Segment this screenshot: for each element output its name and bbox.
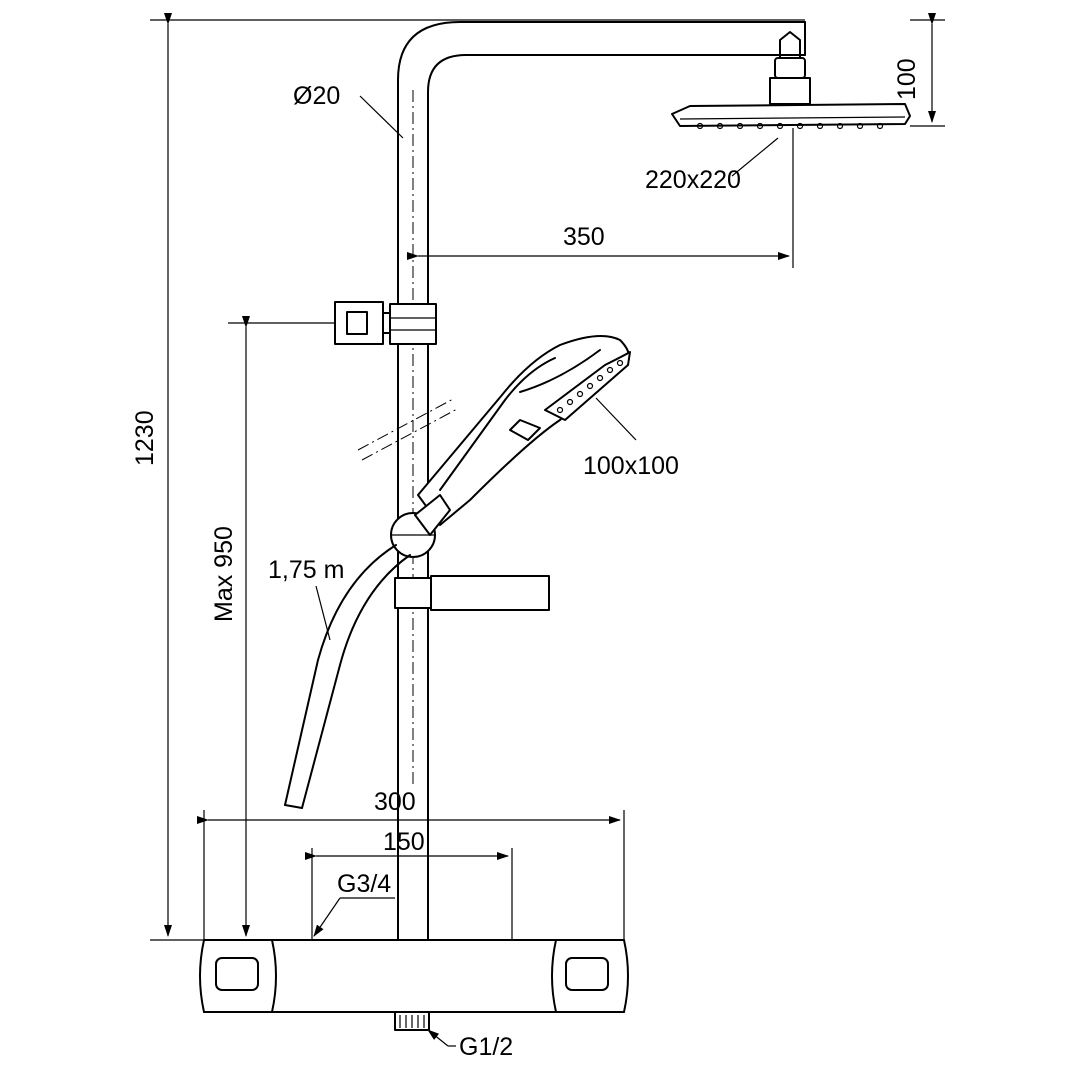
wall-bracket <box>334 301 437 345</box>
label-total-height: 1230 <box>131 410 159 466</box>
dimension-lines <box>150 13 945 1047</box>
label-mixer-width: 300 <box>374 788 416 816</box>
shelf <box>394 575 550 611</box>
label-hand-shower-size: 100x100 <box>583 452 679 480</box>
riser-pipe <box>397 21 806 786</box>
thermostatic-mixer <box>199 784 629 1031</box>
label-head-shower-height: 100 <box>893 58 921 100</box>
outlet-connector <box>394 1011 430 1031</box>
label-pipe-diameter: Ø20 <box>293 82 340 110</box>
label-inlet-thread: G3/4 <box>337 870 391 898</box>
label-inlet-spacing: 150 <box>383 828 425 856</box>
hand-shower <box>417 335 631 526</box>
label-hose-length: 1,75 m <box>268 556 344 584</box>
dimension-labels: Ø20 220x220 100 350 1230 100x100 Max 950… <box>131 58 921 1061</box>
label-arm-reach: 350 <box>563 223 605 251</box>
label-slide-range: Max 950 <box>210 526 238 622</box>
shower-hose <box>284 544 411 809</box>
break-marks <box>357 397 460 461</box>
label-head-shower-size: 220x220 <box>645 166 741 194</box>
hand-shower-holder <box>390 494 451 558</box>
hand-shower-nozzles <box>556 359 624 414</box>
label-outlet-thread: G1/2 <box>459 1033 513 1061</box>
head-shower <box>671 31 911 130</box>
head-shower-nozzles <box>696 122 884 130</box>
